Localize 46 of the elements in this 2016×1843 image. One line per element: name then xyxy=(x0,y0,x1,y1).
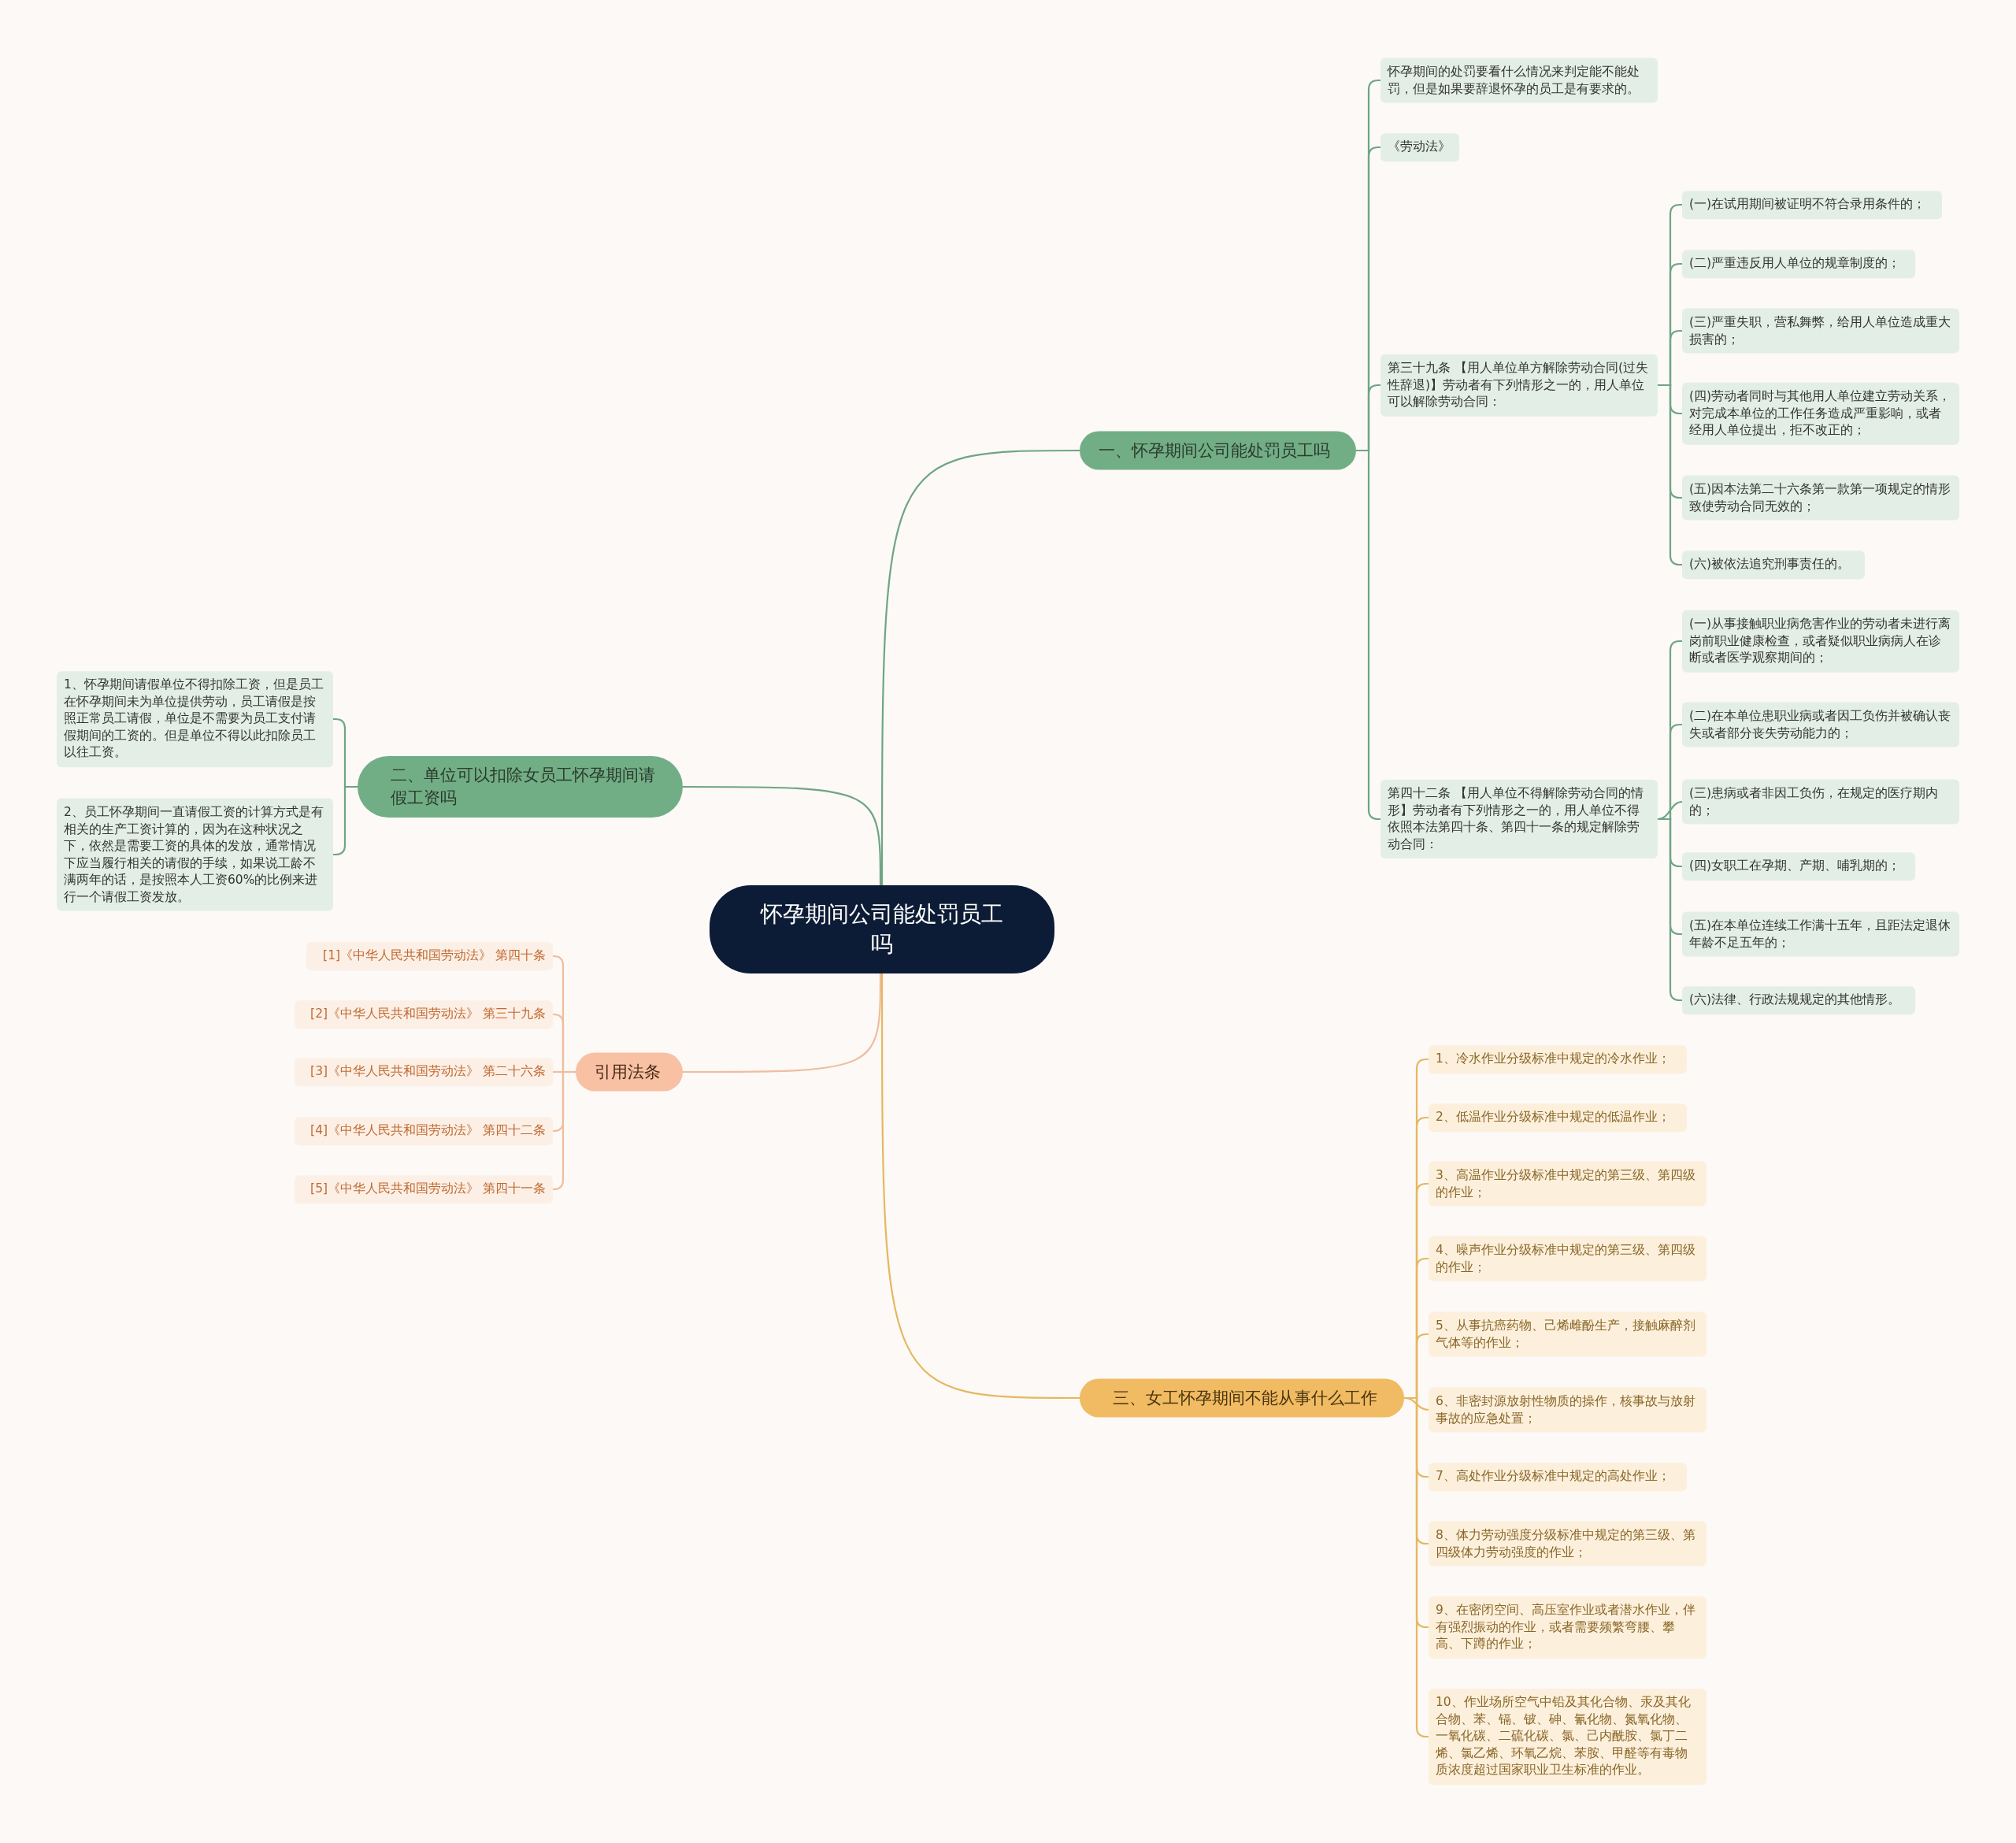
note-card: 怀孕期间的处罚要看什么情况来判定能不能处罚，但是如果要辞退怀孕的员工是有要求的。 xyxy=(1380,57,1658,103)
note-card: 2、员工怀孕期间一直请假工资的计算方式是有相关的生产工资计算的，因为在这种状况之下，依然是需要工资的具体的发放，通常情况下应当履行相关的请假的手续，如果说工龄不满两年的话，是按照本人工资60%的比例来进行一个请假工资发放。 xyxy=(57,798,333,911)
note-card: 9、在密闭空间、高压室作业或者潜水作业，伴有强烈振动的作业，或者需要频繁弯腰、攀高、下蹲的作业； xyxy=(1429,1596,1707,1659)
connector-line xyxy=(1658,818,1682,1002)
note-card: [2]《中华人民共和国劳动法》 第三十九条 xyxy=(295,1000,553,1029)
note-card: 8、体力劳动强度分级标准中规定的第三级、第四级体力劳动强度的作业； xyxy=(1429,1521,1707,1567)
note-card: 2、低温作业分级标准中规定的低温作业； xyxy=(1429,1103,1687,1132)
connector-line xyxy=(683,973,882,1074)
note-card: (五)因本法第二十六条第一款第一项规定的情形致使劳动合同无效的； xyxy=(1682,475,1959,521)
note-card: (六)法律、行政法规规定的其他情形。 xyxy=(1682,986,1915,1014)
note-card: 7、高处作业分级标准中规定的高处作业； xyxy=(1429,1463,1687,1491)
connector-line xyxy=(880,449,1080,885)
connector-line xyxy=(552,1070,576,1191)
note-card: (四)劳动者同时与其他用人单位建立劳动关系，对完成本单位的工作任务造成严重影响，或者经用人单位提出，拒不改正的； xyxy=(1682,382,1959,445)
branch-topic: 引用法条 xyxy=(576,1052,683,1092)
note-card: 第三十九条 【用人单位单方解除劳动合同(过失性辞退)】劳动者有下列情形之一的，用人单位可以解除劳动合同： xyxy=(1380,354,1658,417)
note-card: [5]《中华人民共和国劳动法》 第四十一条 xyxy=(295,1175,553,1203)
note-card: 1、冷水作业分级标准中规定的冷水作业； xyxy=(1429,1045,1687,1074)
connector-line xyxy=(333,785,358,856)
note-card: (四)女职工在孕期、产期、哺乳期的； xyxy=(1682,852,1915,881)
note-card: (三)严重失职，营私舞弊，给用人单位造成重大损害的； xyxy=(1682,308,1959,354)
note-card: [3]《中华人民共和国劳动法》 第二十六条 xyxy=(295,1058,553,1086)
central-topic: 怀孕期间公司能处罚员工吗 xyxy=(710,885,1054,973)
connector-line xyxy=(880,973,1080,1400)
note-card: 《劳动法》 xyxy=(1380,133,1459,161)
note-card: 第四十二条 【用人单位不得解除劳动合同的情形】劳动者有下列情形之一的，用人单位不得依照本法第四十条、第四十一条的规定解除劳动合同： xyxy=(1380,780,1658,858)
branch-topic: 三、女工怀孕期间不能从事什么工作 xyxy=(1080,1378,1404,1418)
note-card: 10、作业场所空气中铅及其化合物、汞及其化合物、苯、镉、铍、砷、氰化物、氮氧化物、一氧化碳、二硫化碳、氯、己内酰胺、氯丁二烯、氯乙烯、环氧乙烷、苯胺、甲醛等有毒物质浓度超过国家职业卫生标准的作业。 xyxy=(1429,1689,1707,1785)
connector-line xyxy=(1658,384,1682,566)
note-card: 4、噪声作业分级标准中规定的第三级、第四级的作业； xyxy=(1429,1236,1707,1281)
note-card: (二)严重违反用人单位的规章制度的； xyxy=(1682,250,1915,278)
connector-line xyxy=(683,785,882,885)
note-card: 1、怀孕期间请假单位不得扣除工资，但是员工在怀孕期间未为单位提供劳动，员工请假是按照正常员工请假，单位是不需要为员工支付请假期间的工资的。但是单位不得以此扣除员工以往工资。 xyxy=(57,671,333,767)
branch-topic: 二、单位可以扣除女员工怀孕期间请假工资吗 xyxy=(358,756,683,818)
branch-topic: 一、怀孕期间公司能处罚员工吗 xyxy=(1080,431,1356,470)
note-card: (二)在本单位患职业病或者因工负伤并被确认丧失或者部分丧失劳动能力的； xyxy=(1682,702,1959,747)
note-card: (六)被依法追究刑事责任的。 xyxy=(1682,551,1865,579)
note-card: (五)在本单位连续工作满十五年，且距法定退休年龄不足五年的； xyxy=(1682,911,1959,957)
note-card: (一)在试用期间被证明不符合录用条件的； xyxy=(1682,191,1942,219)
note-card: 6、非密封源放射性物质的操作，核事故与放射事故的应急处置； xyxy=(1429,1387,1707,1433)
note-card: [4]《中华人民共和国劳动法》 第四十二条 xyxy=(295,1117,553,1145)
note-card: 5、从事抗癌药物、己烯雌酚生产，接触麻醉剂气体等的作业； xyxy=(1429,1311,1707,1357)
note-card: (三)患病或者非因工负伤，在规定的医疗期内的； xyxy=(1682,779,1959,825)
note-card: 3、高温作业分级标准中规定的第三级、第四级的作业； xyxy=(1429,1161,1707,1207)
note-card: (一)从事接触职业病危害作业的劳动者未进行离岗前职业健康检查，或者疑似职业病病人在诊断或者医学观察期间的； xyxy=(1682,610,1959,673)
note-card: [1]《中华人民共和国劳动法》 第四十条 xyxy=(306,942,553,970)
